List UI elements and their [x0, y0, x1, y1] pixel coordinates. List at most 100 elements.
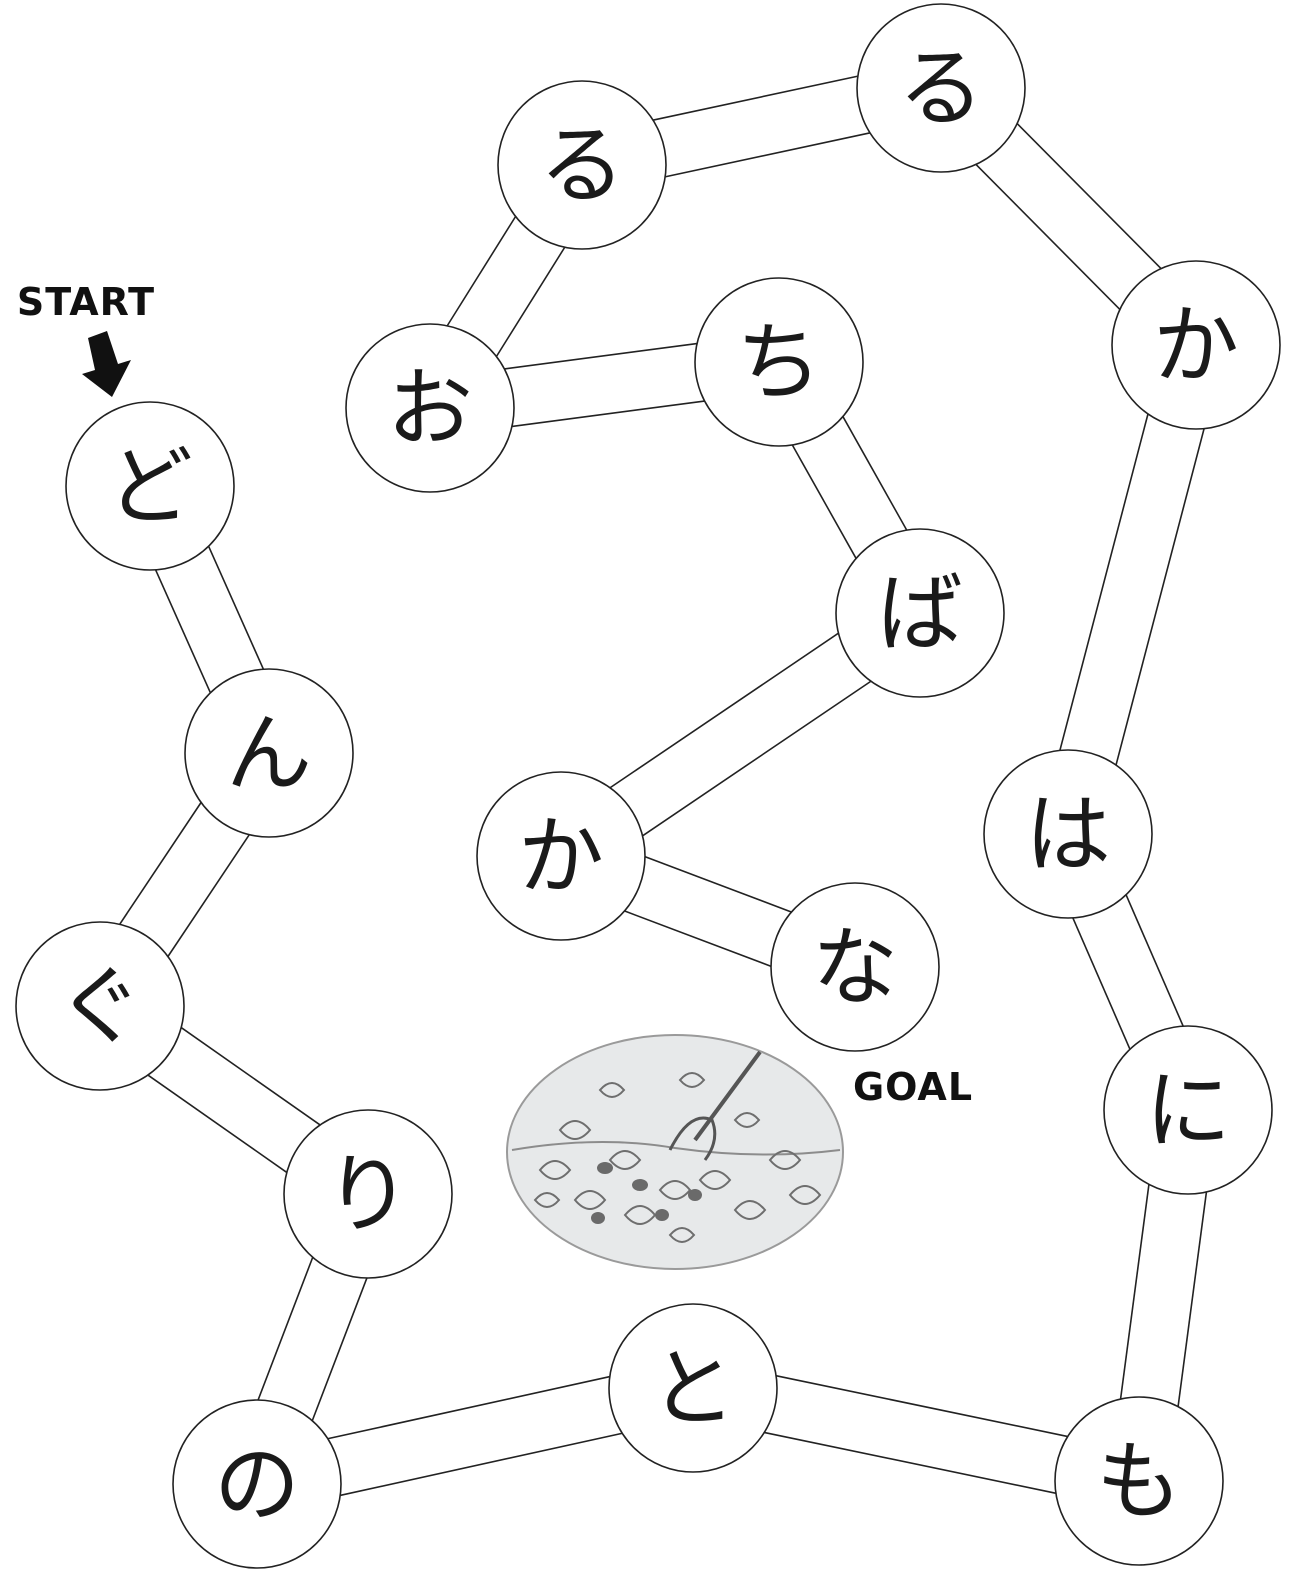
node-character: ど	[107, 437, 193, 537]
path-connector-ri-no	[257, 1256, 368, 1422]
node-circle[interactable]	[856, 3, 1026, 173]
path-connector-n-gu	[118, 801, 251, 958]
path-node-mo[interactable]: も	[1054, 1396, 1224, 1566]
node-character: ん	[226, 704, 312, 804]
path-connector-o-chi	[503, 342, 706, 428]
down-arrow-icon	[82, 331, 131, 397]
node-character: ぐ	[57, 957, 143, 1057]
node-circle[interactable]	[694, 277, 864, 447]
path-nodes: どんぐりのともにはかるるおちばかな	[15, 3, 1281, 1569]
connector-edge-2	[495, 246, 566, 358]
connector-edge-1	[154, 568, 212, 694]
node-character: の	[214, 1435, 300, 1535]
path-node-ri[interactable]: り	[283, 1109, 453, 1279]
path-node-ka2[interactable]: か	[476, 771, 646, 941]
node-character: ち	[736, 313, 822, 413]
node-circle[interactable]	[983, 749, 1153, 919]
connector-edge-1	[623, 909, 773, 968]
connector-edge-2	[664, 131, 871, 178]
node-character: か	[518, 807, 604, 907]
node-character: な	[812, 918, 898, 1018]
node-circle[interactable]	[1054, 1396, 1224, 1566]
node-circle[interactable]	[1111, 260, 1281, 430]
connector-edge-1	[1015, 122, 1163, 270]
node-character: と	[650, 1339, 736, 1439]
path-node-do[interactable]: ど	[65, 401, 235, 571]
path-connector-to-mo	[763, 1374, 1069, 1495]
path-connector-ni-ha	[1071, 893, 1185, 1051]
path-node-no[interactable]: の	[172, 1399, 342, 1569]
connector-edge-2	[775, 1374, 1069, 1438]
node-circle[interactable]	[65, 401, 235, 571]
node-circle[interactable]	[184, 668, 354, 838]
path-node-ni[interactable]: に	[1103, 1025, 1273, 1195]
connector-edge-1	[339, 1432, 624, 1497]
connector-edge-2	[166, 833, 251, 958]
connector-edge-2	[1071, 916, 1132, 1051]
node-character: り	[325, 1145, 411, 1245]
node-character: る	[898, 39, 984, 139]
path-node-n[interactable]: ん	[184, 668, 354, 838]
connector-edge-1	[1115, 427, 1206, 767]
path-node-ru1[interactable]: る	[856, 3, 1026, 173]
node-circle[interactable]	[1103, 1025, 1273, 1195]
path-node-ba[interactable]: ば	[835, 528, 1005, 698]
path-connector-ha-ka1	[1058, 412, 1206, 767]
node-character: ば	[877, 564, 963, 664]
node-character: る	[539, 116, 625, 216]
node-circle[interactable]	[172, 1399, 342, 1569]
path-connector-no-to	[326, 1375, 624, 1497]
connector-edge-2	[311, 1276, 368, 1422]
node-circle[interactable]	[283, 1109, 453, 1279]
node-circle[interactable]	[345, 323, 515, 493]
path-node-chi[interactable]: ち	[694, 277, 864, 447]
path-connector-gu-ri	[146, 1026, 322, 1174]
connector-edge-1	[257, 1256, 314, 1402]
connector-edge-1	[608, 632, 840, 789]
connector-edge-1	[652, 75, 859, 122]
path-node-ka1[interactable]: か	[1111, 260, 1281, 430]
path-connector-mo-ni	[1119, 1183, 1208, 1408]
path-connector-ru2-o	[446, 215, 566, 358]
path-node-gu[interactable]: ぐ	[15, 921, 185, 1091]
node-circle[interactable]	[835, 528, 1005, 698]
connector-edge-2	[643, 855, 793, 914]
goal-label: GOAL	[853, 1065, 973, 1109]
path-connector-ka1-ru1	[974, 122, 1163, 311]
connector-edge-1	[118, 801, 203, 926]
path-node-ha[interactable]: は	[983, 749, 1153, 919]
path-node-na[interactable]: な	[770, 882, 940, 1052]
start-label: START	[17, 280, 155, 324]
connector-edge-2	[1058, 412, 1149, 752]
node-character: は	[1025, 785, 1111, 885]
node-character: に	[1145, 1061, 1231, 1161]
connector-edge-1	[1124, 893, 1185, 1028]
connector-edge-1	[446, 215, 517, 327]
path-node-o[interactable]: お	[345, 323, 515, 493]
connector-edge-1	[511, 400, 706, 428]
node-character: か	[1153, 296, 1239, 396]
node-circle[interactable]	[770, 882, 940, 1052]
node-character: お	[387, 359, 473, 459]
start-marker: START	[17, 280, 155, 397]
connector-edge-1	[146, 1073, 288, 1174]
path-connector-chi-ba	[791, 415, 908, 560]
raking-leaves-icon	[506, 1034, 844, 1270]
node-circle[interactable]	[15, 921, 185, 1091]
node-circle[interactable]	[608, 1303, 778, 1473]
path-node-ru2[interactable]: る	[497, 80, 667, 250]
path-connectors	[118, 75, 1208, 1497]
connector-edge-2	[503, 342, 698, 370]
node-circle[interactable]	[497, 80, 667, 250]
path-connector-ru1-ru2	[652, 75, 871, 178]
connector-edge-2	[641, 680, 873, 837]
path-connector-do-n	[154, 545, 265, 694]
node-circle[interactable]	[476, 771, 646, 941]
node-character: も	[1096, 1432, 1182, 1532]
path-node-to[interactable]: と	[608, 1303, 778, 1473]
connector-edge-2	[180, 1026, 322, 1127]
connector-edge-2	[1119, 1183, 1150, 1400]
connector-edge-2	[841, 415, 908, 532]
